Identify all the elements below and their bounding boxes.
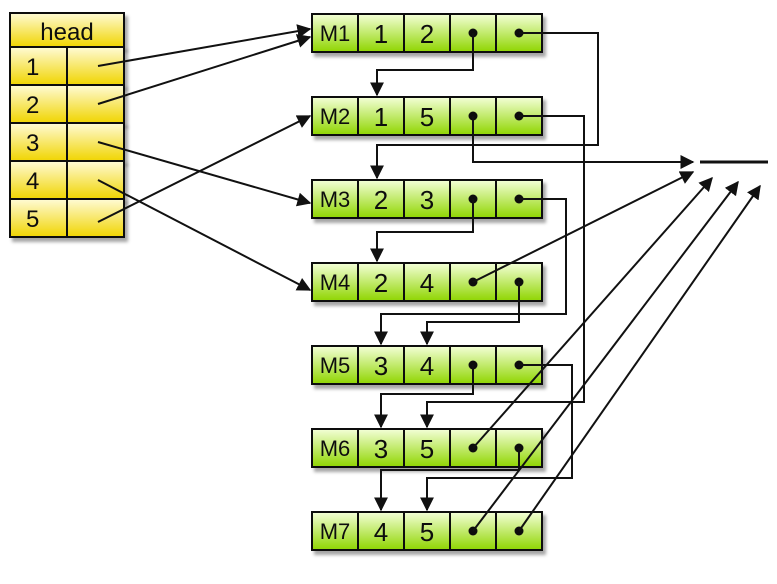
m7-link-a: [472, 180, 739, 532]
head-row-label: 3: [26, 130, 39, 157]
m6-link-a: [472, 176, 713, 449]
node-vertex-a: 3: [374, 434, 388, 464]
head-row-2: 2: [9, 84, 125, 124]
node-vertex-a: 2: [374, 185, 388, 215]
m4-link-a: [472, 171, 695, 283]
node-M4: M4 2 4: [311, 262, 543, 302]
head-row-3: 3: [9, 122, 125, 162]
m7-link-b: [518, 184, 761, 532]
node-vertex-a: 2: [374, 268, 388, 298]
node-label: M4: [320, 270, 351, 295]
m3-link-a: [370, 199, 474, 263]
head-table: head: [9, 12, 125, 48]
m5-link-b: [420, 364, 573, 512]
node-label: M3: [320, 187, 351, 212]
node-vertex-a: 3: [374, 351, 388, 381]
node-label: M6: [320, 436, 351, 461]
m6-link-b: [374, 448, 520, 512]
node-vertex-b: 4: [420, 351, 434, 381]
node-vertex-b: 5: [420, 517, 434, 547]
m1-link-b: [370, 32, 599, 180]
head-row-1: 1: [9, 46, 125, 86]
node-M5: M5 3 4: [311, 345, 543, 385]
head-row-5: 5: [9, 198, 125, 238]
m1-link-a: [370, 33, 474, 97]
node-label: M2: [320, 104, 351, 129]
node-label: M1: [320, 21, 351, 46]
head-link-4: [97, 179, 312, 291]
node-M6: M6 3 5: [311, 428, 543, 468]
m2-link-b: [420, 115, 585, 429]
node-vertex-b: 2: [420, 19, 434, 49]
node-vertex-a: 1: [374, 19, 388, 49]
node-label: M7: [320, 519, 351, 544]
node-M2: M2 1 5: [311, 96, 543, 136]
head-link-3: [97, 141, 312, 207]
m2-link-a: [472, 116, 695, 169]
head-row-label: 2: [26, 92, 39, 119]
m4-link-b: [420, 282, 520, 346]
node-vertex-b: 5: [420, 434, 434, 464]
head-row-4: 4: [9, 160, 125, 200]
head-row-label: 4: [26, 168, 39, 195]
m5-link-a: [374, 365, 474, 429]
head-link-5: [97, 115, 312, 223]
head-link-2: [97, 34, 312, 105]
head-row-label: 5: [26, 206, 39, 233]
head-row-label: 1: [26, 54, 39, 81]
head-title: head: [40, 19, 93, 46]
node-M7: M7 4 5: [311, 511, 543, 551]
node-vertex-b: 3: [420, 185, 434, 215]
node-vertex-b: 4: [420, 268, 434, 298]
node-vertex-a: 4: [374, 517, 388, 547]
node-M3: M3 2 3: [311, 179, 543, 219]
node-M1: M1 1 2: [311, 13, 543, 53]
head-link-1: [97, 24, 312, 67]
node-vertex-a: 1: [374, 102, 388, 132]
node-label: M5: [320, 353, 351, 378]
node-vertex-b: 5: [420, 102, 434, 132]
m3-link-b: [374, 198, 567, 346]
